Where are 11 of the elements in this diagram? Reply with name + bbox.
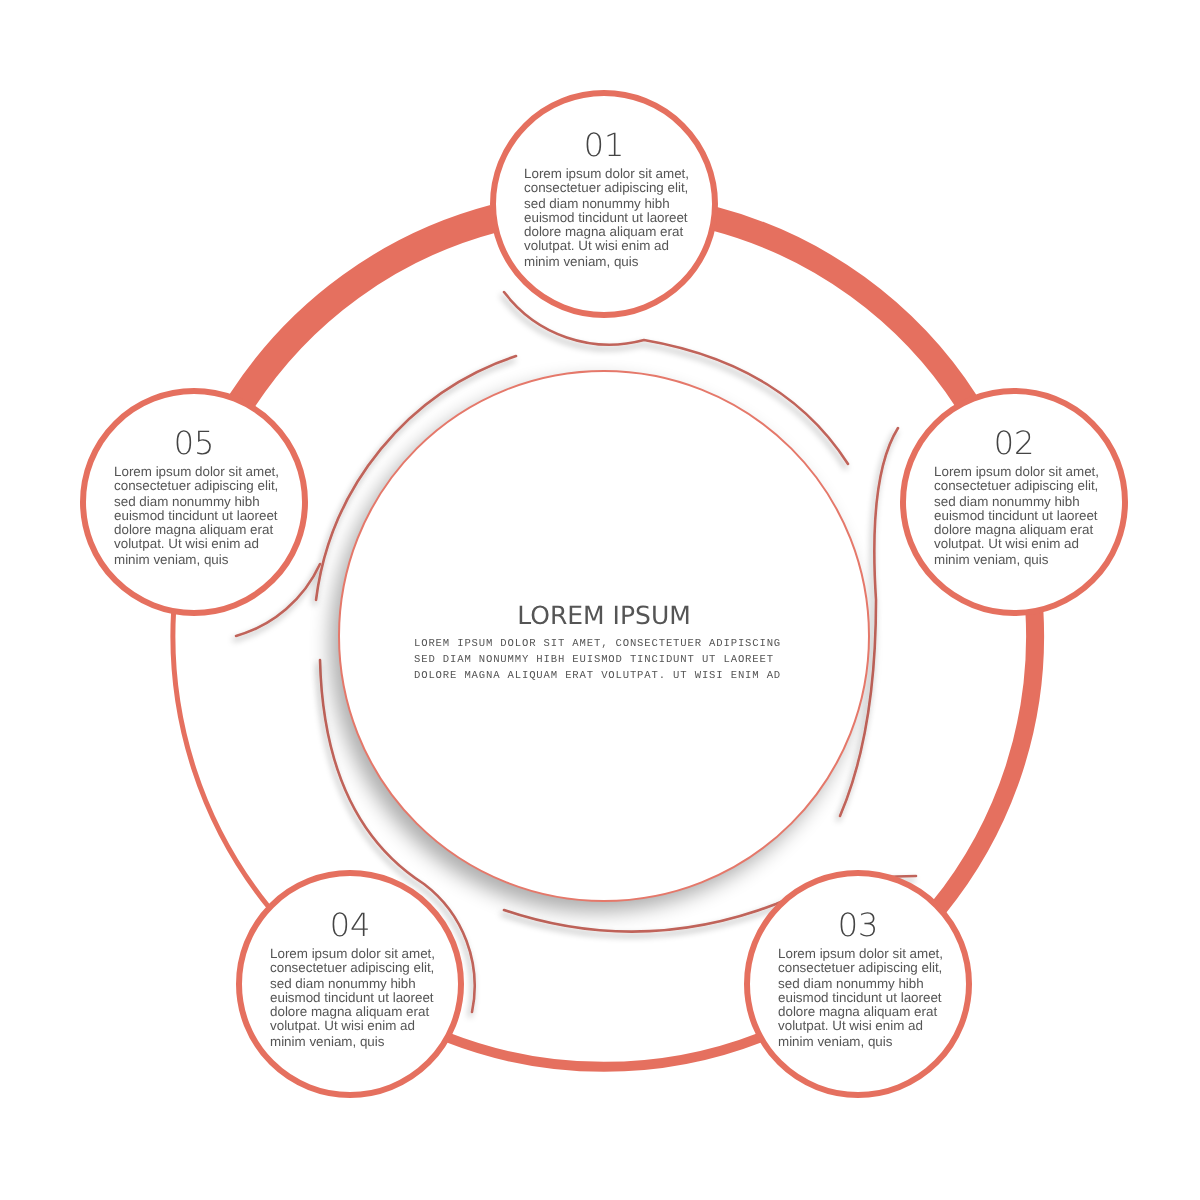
step-number: 02	[993, 428, 1035, 461]
ring-connector	[171, 611, 272, 910]
step-number: 01	[583, 130, 625, 163]
ring-connector	[445, 1032, 763, 1072]
step-number: 04	[329, 910, 371, 943]
center-heading: LOREM IPSUM	[517, 603, 691, 629]
ring-connector	[931, 611, 1044, 913]
center-circle	[338, 370, 870, 902]
step-number: 03	[837, 910, 879, 943]
ring-connector	[710, 207, 977, 409]
step-number: 05	[173, 428, 215, 461]
